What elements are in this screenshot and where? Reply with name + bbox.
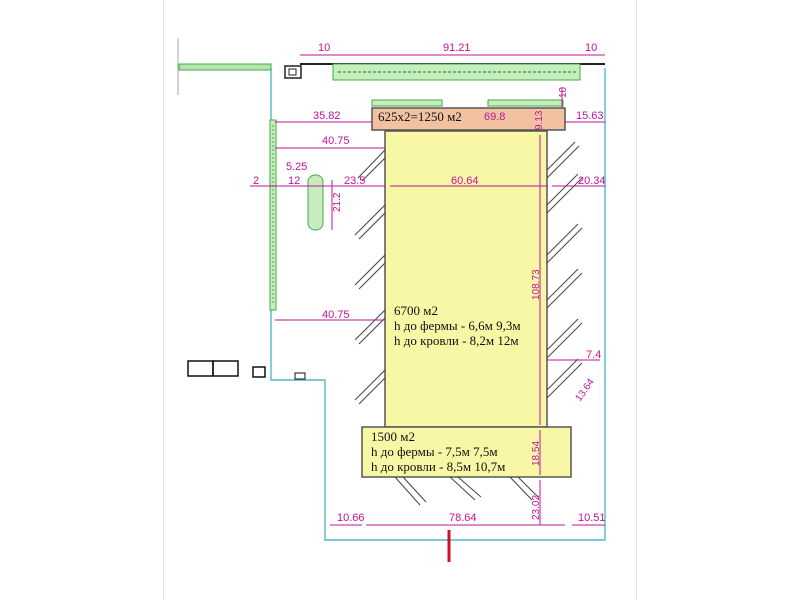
dim-east-gap-mid: 20.34 (578, 175, 606, 187)
dim-main-length: 108.73 (531, 269, 542, 300)
dim-strip-depth: 9.13 (534, 110, 545, 130)
dim-oval-length: 21.2 (332, 192, 343, 212)
dim-west-gap-upper: 40.75 (322, 135, 350, 147)
dim-main-width: 60.64 (451, 175, 479, 187)
strip-building (371, 107, 566, 131)
north-green-belt (332, 63, 581, 81)
dim-top-left: 10 (318, 42, 330, 54)
dimension-lines (250, 54, 605, 526)
dim-bottom-width: 78.64 (449, 512, 477, 524)
dim-7-4: 7.4 (586, 349, 601, 361)
south-roof-height: h до кровли - 8,5м 10,7м (371, 459, 506, 474)
dim-top-depth: 10 (558, 86, 569, 98)
green-oval (307, 174, 324, 231)
south-truss-height: h до фермы - 7,5м 7,5м (371, 444, 498, 459)
dim-2: 2 (253, 175, 259, 187)
west-road (177, 38, 277, 311)
misc-objects (187, 360, 306, 380)
dim-strip-length: 69.8 (484, 111, 505, 123)
dim-west-gap-top: 35.82 (313, 110, 341, 122)
gate-block (284, 65, 302, 79)
main-warehouse (384, 130, 548, 428)
page-frame-left (163, 0, 164, 600)
south-warehouse (361, 426, 572, 478)
dim-bottom-left: 10.66 (337, 512, 365, 524)
dim-5-25: 5.25 (286, 161, 307, 173)
south-docks (394, 476, 539, 506)
west-docks (354, 149, 386, 405)
page-frame-right (636, 0, 637, 600)
main-area-label: 6700 м2 (394, 303, 438, 318)
dim-13-64: 13.64 (573, 377, 597, 404)
east-docks (546, 141, 583, 399)
south-area-label: 1500 м2 (371, 429, 415, 444)
dim-east-gap-top: 15.63 (576, 110, 604, 122)
dim-top-right: 10 (585, 42, 597, 54)
dim-south-depth: 18.54 (531, 441, 542, 466)
main-roof-height: h до кровли - 8,2м 12м (394, 333, 519, 348)
main-truss-height: h до фермы - 6,6м 9,3м (394, 318, 521, 333)
dim-23-5: 23.5 (344, 175, 365, 187)
strip-area-label: 625x2=1250 м2 (378, 109, 462, 124)
north-fence (284, 63, 605, 81)
dim-south-yard: 23.02 (531, 495, 542, 520)
north-parking-bars (371, 99, 564, 107)
dim-top-width: 91.21 (443, 42, 471, 54)
dim-west-gap-lower: 40.75 (322, 309, 350, 321)
site-boundary (270, 68, 606, 541)
dim-12: 12 (288, 175, 300, 187)
dim-bottom-right: 10.51 (578, 512, 606, 524)
